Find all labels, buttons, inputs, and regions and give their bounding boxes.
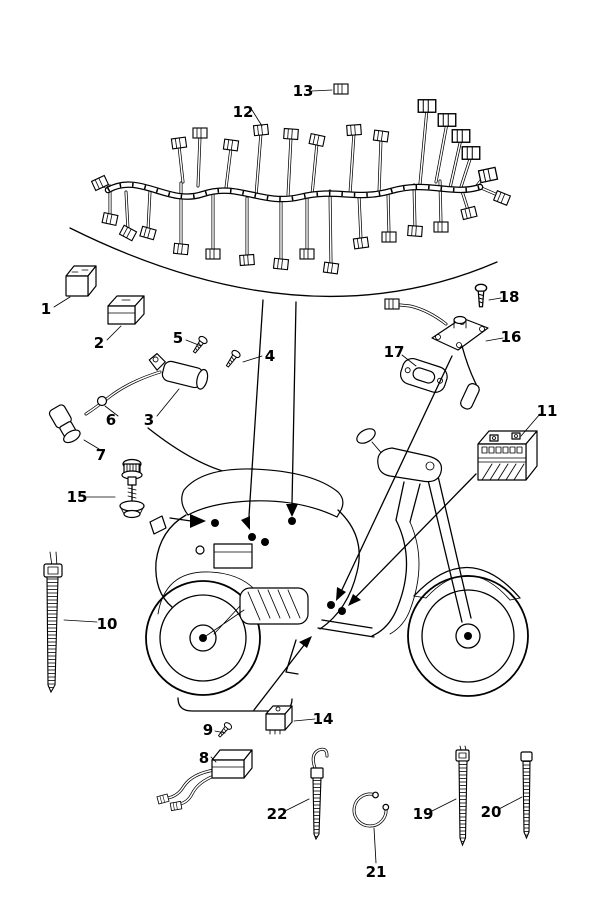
mounting-point-dots xyxy=(211,517,346,615)
grouping-arc xyxy=(69,227,498,298)
part-21-clip xyxy=(352,791,390,828)
part-3-ignition-coil xyxy=(84,353,209,416)
part-4-screw xyxy=(223,348,242,370)
harness-connector xyxy=(308,133,326,147)
part-14-relay xyxy=(265,705,293,735)
harness-connector xyxy=(222,138,240,152)
harness-connector xyxy=(239,253,255,267)
part-7-spark-plug-cap xyxy=(48,404,81,444)
harness-connector xyxy=(283,127,299,141)
harness-connector xyxy=(437,113,457,127)
grouping-curve xyxy=(147,427,235,475)
harness-connector xyxy=(407,224,423,238)
harness-connector xyxy=(352,236,370,250)
harness-connector xyxy=(205,248,221,260)
harness-connector xyxy=(252,123,270,137)
part-10-cable-tie xyxy=(43,551,63,694)
part-13-connector xyxy=(333,83,349,95)
indicator-lines xyxy=(169,299,477,711)
harness-connector xyxy=(346,123,362,137)
part-19-cable-tie xyxy=(455,745,470,847)
harness-connector xyxy=(451,129,471,143)
part-18-bolt xyxy=(474,283,488,308)
harness-connector xyxy=(170,136,188,150)
harness-connector xyxy=(461,146,481,160)
harness-connector xyxy=(118,224,138,242)
part-11-battery xyxy=(477,430,538,481)
part-2-relay-box xyxy=(107,295,145,325)
part-15-fuel-level-gauge xyxy=(119,458,145,519)
harness-connector xyxy=(381,231,397,243)
part-1-relay-box xyxy=(65,265,97,297)
part-17-gasket xyxy=(399,358,448,393)
harness-connector xyxy=(139,225,157,241)
harness-connector xyxy=(322,261,340,275)
part-20-cable-tie xyxy=(520,751,533,840)
harness-connector xyxy=(192,127,208,139)
callout-leader-lines xyxy=(53,89,541,864)
wiring-harness xyxy=(90,99,511,275)
harness-connector xyxy=(433,221,449,233)
harness-connector xyxy=(101,212,119,226)
indicator-arrows xyxy=(190,504,361,648)
part-16-fuel-sender xyxy=(384,298,489,410)
harness-connector xyxy=(172,242,190,256)
scooter-illustration xyxy=(145,428,529,697)
harness-connector xyxy=(493,190,511,206)
harness-connector xyxy=(372,129,390,143)
harness-connector xyxy=(417,99,437,113)
harness-connector xyxy=(299,248,315,260)
harness-connector xyxy=(477,166,499,184)
part-5-screw xyxy=(190,334,209,356)
grouping-bracket xyxy=(177,697,293,712)
harness-connector xyxy=(272,257,290,271)
harness-connector xyxy=(460,205,478,221)
part-8-cdi-unit xyxy=(156,749,253,812)
part-6-wire-grommet xyxy=(96,395,108,407)
part-22-cable-tie xyxy=(310,747,329,841)
part-9-screw xyxy=(215,720,234,740)
